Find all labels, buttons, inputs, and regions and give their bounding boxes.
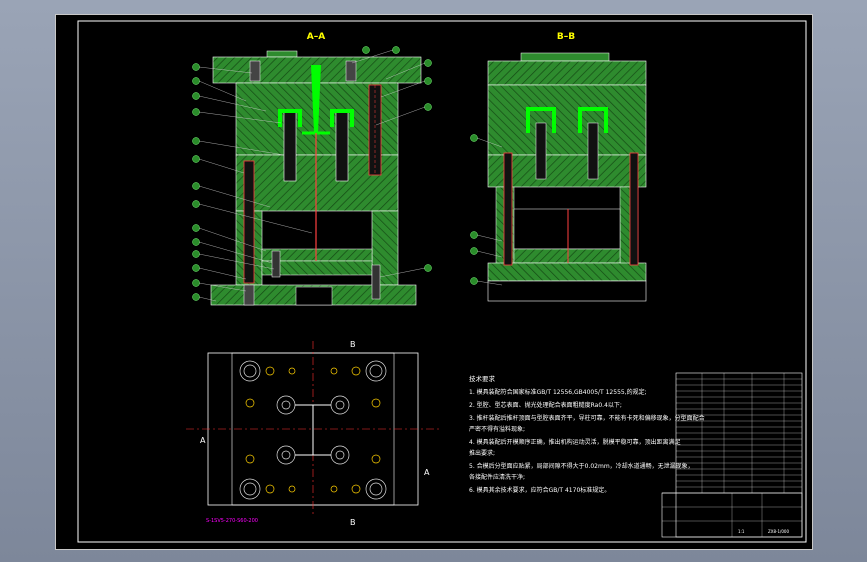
section-view-b: B–B <box>470 32 647 302</box>
note-line: 2. 型腔、型芯表面、抛光处理配合表面粗糙度Ra0.4以下; <box>469 401 622 409</box>
section-view-a: A–A <box>192 32 432 306</box>
note-line: 3. 推杆装配后推杆顶面与型腔表面齐平，导柱可靠，不能有卡死和偏移现象，分型面配… <box>469 414 705 422</box>
drawing-canvas: A–A <box>77 20 807 543</box>
plan-view: B B A A S-1SV5-270-S60-200 <box>186 340 440 527</box>
magenta-note: S-1SV5-270-S60-200 <box>206 518 258 524</box>
note-line: 推出要求; <box>469 449 495 457</box>
note-line: 6. 模具其余技术要求，应符合GB/T 4170标准规定。 <box>469 486 610 494</box>
notes-heading: 技术要求 <box>469 374 496 383</box>
note-line: 5. 合模后分型面应贴紧，局部间隙不得大于0.02mm，冷却水道通畅，无泄漏现象… <box>469 462 694 470</box>
technical-requirements: 技术要求 1. 模具装配符合国家标准GB/T 12556,GB4005/T 12… <box>469 374 705 494</box>
sprue <box>311 65 321 133</box>
plan-cut-label-a-right: A <box>424 468 430 477</box>
note-line: 严密不得有溢料现象; <box>469 425 525 433</box>
note-line: 1. 模具装配符合国家标准GB/T 12556,GB4005/T 12555,的… <box>469 388 647 396</box>
view-a-title: A–A <box>307 32 325 42</box>
plastic-part-left <box>278 109 302 127</box>
note-line: 4. 模具装配后开模顺序正确，推出机构运动灵活，脱模平稳可靠，顶出距离满足 <box>469 438 681 446</box>
inner-border <box>77 20 807 543</box>
drawing-sheet: A–A <box>55 14 813 550</box>
note-line: 各接配件应清洗干净; <box>469 473 525 481</box>
plastic-part-right <box>330 109 354 127</box>
plan-cut-label-b-bottom: B <box>350 518 356 527</box>
title-block: ZX8-1/000 1:1 <box>661 372 803 538</box>
view-b-title: B–B <box>557 32 575 42</box>
drawing-number: ZX8-1/000 <box>768 529 789 534</box>
guide-pin-left <box>243 160 255 284</box>
plan-cut-label-a-left: A <box>200 436 206 445</box>
plan-cut-label-b-top: B <box>350 340 356 349</box>
drawing-scale: 1:1 <box>738 529 745 534</box>
